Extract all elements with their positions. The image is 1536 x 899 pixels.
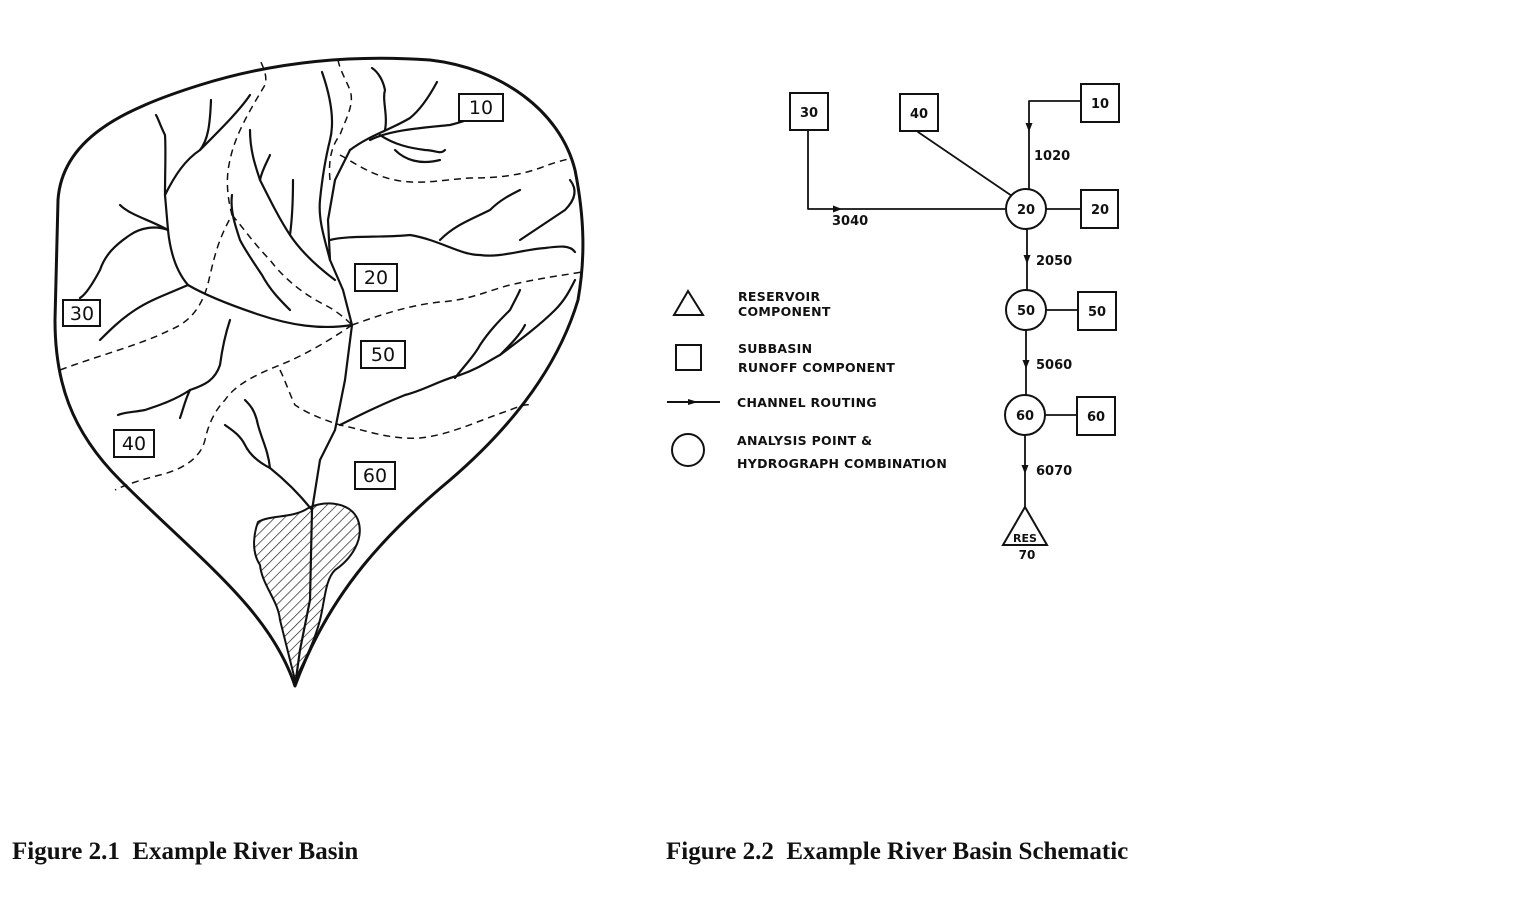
reach-label-5060: 5060: [1036, 358, 1072, 373]
map-label-50: 50: [360, 340, 406, 369]
map-label-30: 30: [62, 299, 101, 327]
tributary: [178, 388, 192, 420]
tributary: [328, 233, 577, 257]
tributary: [438, 188, 522, 242]
svg-text:40: 40: [122, 433, 146, 455]
svg-text:RUNOFF COMPONENT: RUNOFF COMPONENT: [738, 360, 895, 375]
basin-boundary: [53, 56, 585, 688]
subbasin-divide: [231, 214, 353, 326]
subbasin-30: 30: [789, 92, 829, 131]
tributary: [243, 398, 272, 470]
tributary: [116, 318, 232, 417]
svg-text:20: 20: [364, 267, 388, 289]
analysis-point-60: 60: [1004, 394, 1046, 436]
subbasin-10: 10: [1080, 83, 1120, 123]
map-label-20: 20: [354, 263, 398, 292]
svg-text:SUBBASIN: SUBBASIN: [738, 341, 812, 356]
subbasin-divide: [114, 324, 353, 491]
routing-arrow: [1021, 465, 1029, 474]
reach-label-3040: 3040: [832, 214, 868, 229]
subbasin-divide: [279, 369, 531, 440]
routing-arrow: [1022, 360, 1030, 369]
subbasin-50: 50: [1077, 291, 1117, 331]
link-40-to-20: [917, 131, 1013, 197]
routing-arrow: [1025, 123, 1033, 132]
svg-text:RES: RES: [1013, 532, 1037, 545]
svg-text:20: 20: [1091, 203, 1109, 218]
tributary: [348, 80, 439, 152]
reach-label-6070: 6070: [1036, 464, 1072, 479]
tributary: [338, 278, 577, 427]
svg-text:70: 70: [1019, 548, 1036, 562]
tributary: [258, 153, 272, 182]
tributary: [378, 133, 447, 154]
subbasin-60: 60: [1076, 396, 1116, 436]
legend: RESERVOIR COMPONENT SUBBASIN RUNOFF COMP…: [667, 289, 947, 471]
svg-text:RESERVOIR: RESERVOIR: [738, 289, 820, 304]
map-label-10: 10: [458, 93, 504, 122]
reach-label-1020: 1020: [1034, 149, 1070, 164]
tributary: [248, 128, 337, 282]
reservoir-area: [253, 502, 361, 683]
map-label-40: 40: [113, 429, 155, 458]
circle-icon: [671, 433, 705, 467]
svg-text:CHANNEL ROUTING: CHANNEL ROUTING: [737, 395, 877, 410]
svg-text:10: 10: [469, 97, 493, 119]
subbasin-divide: [339, 154, 573, 183]
tributary: [118, 203, 170, 232]
svg-text:ANALYSIS POINT &: ANALYSIS POINT &: [737, 433, 872, 448]
reach-1020-line: [1028, 100, 1082, 190]
analysis-point-50: 50: [1005, 289, 1047, 331]
subbasin-divide: [328, 59, 352, 181]
triangle-icon: [672, 289, 705, 316]
svg-text:60: 60: [1087, 410, 1105, 425]
subbasin-40: 40: [899, 93, 939, 132]
tributary: [453, 288, 522, 380]
map-label-60: 60: [354, 461, 396, 490]
tributary: [498, 323, 527, 357]
reservoir-70: RES 70: [1001, 505, 1049, 562]
tributary: [288, 178, 295, 237]
analysis-point-20: 20: [1005, 188, 1047, 230]
tributary: [518, 178, 576, 242]
tributary: [198, 98, 213, 152]
subbasin-divide: [351, 271, 583, 326]
reach-3040-line: [807, 129, 1006, 210]
subbasin-divide: [59, 59, 267, 371]
tributary: [223, 423, 314, 512]
tributary: [393, 148, 442, 164]
arrow-head-icon: [688, 399, 698, 405]
basin-schematic: 30 40 10 20 50 60 20 50: [667, 83, 1120, 562]
routing-arrow: [1023, 255, 1031, 264]
svg-text:HYDROGRAPH COMBINATION: HYDROGRAPH COMBINATION: [737, 456, 947, 471]
figure-2-2-caption: Figure 2.2 Example River Basin Schematic: [666, 838, 1129, 865]
svg-text:50: 50: [1017, 304, 1035, 319]
tributary: [370, 66, 387, 132]
svg-text:50: 50: [1088, 305, 1106, 320]
tributary: [78, 226, 170, 300]
square-icon: [675, 344, 702, 371]
routing-arrow: [833, 205, 842, 213]
main-stem: [293, 148, 354, 688]
tributary: [318, 70, 334, 262]
figure-2-1-caption: Figure 2.1 Example River Basin: [12, 838, 359, 865]
svg-text:40: 40: [910, 107, 928, 122]
svg-text:30: 30: [800, 106, 818, 121]
svg-text:COMPONENT: COMPONENT: [738, 304, 831, 319]
svg-text:60: 60: [363, 465, 387, 487]
reach-label-2050: 2050: [1036, 254, 1072, 269]
tributary: [154, 113, 167, 197]
svg-text:30: 30: [70, 303, 94, 325]
tributary: [163, 93, 354, 329]
tributary: [98, 283, 190, 342]
svg-text:20: 20: [1017, 203, 1035, 218]
tributary: [230, 193, 292, 312]
river-basin-map: 10 20 30 40 50 60: [53, 56, 585, 688]
svg-text:50: 50: [371, 344, 395, 366]
svg-text:10: 10: [1091, 97, 1109, 112]
svg-text:60: 60: [1016, 409, 1034, 424]
subbasin-20: 20: [1080, 189, 1119, 229]
